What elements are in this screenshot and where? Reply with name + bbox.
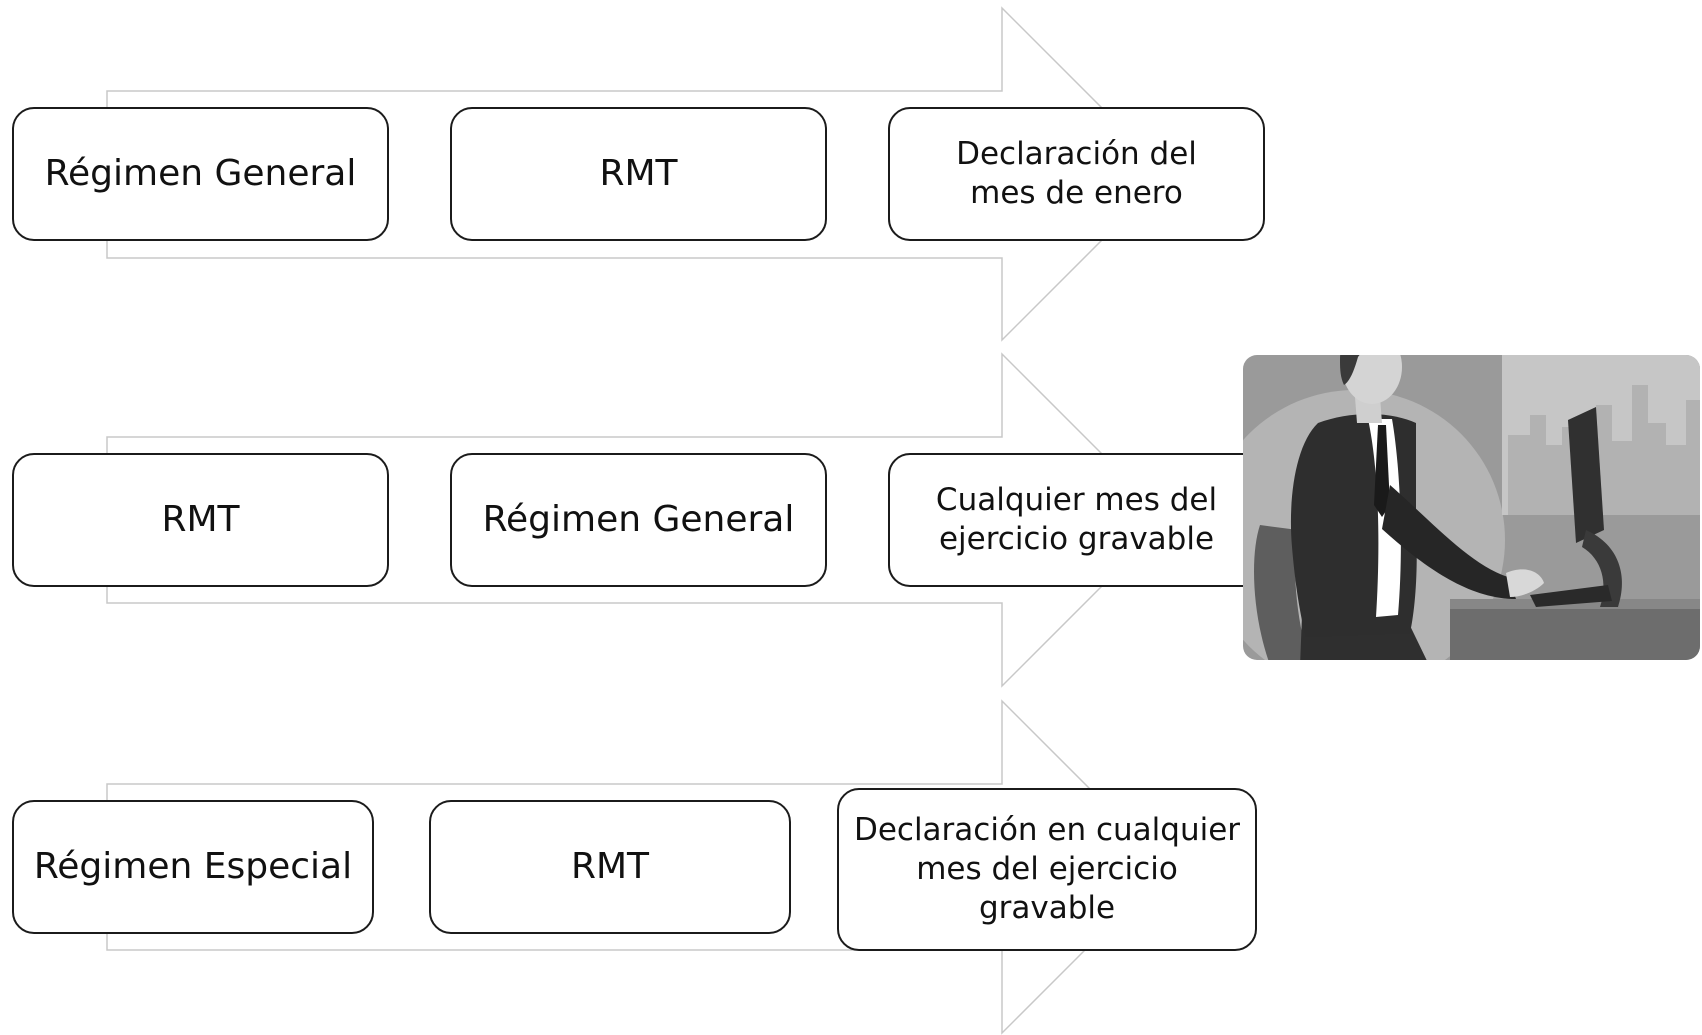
row-1-from-box: Régimen General (12, 107, 389, 241)
row-3-note-label: Declaración en cualquier mes del ejercic… (853, 811, 1241, 927)
row-3-to-box: RMT (429, 800, 791, 934)
row-3-to-label: RMT (570, 846, 650, 888)
row-2-note-box: Cualquier mes del ejercicio gravable (888, 453, 1265, 587)
row-2-from-box: RMT (12, 453, 389, 587)
row-2-to-box: Régimen General (450, 453, 827, 587)
row-1-to-label: RMT (599, 153, 678, 195)
row-2-note-label: Cualquier mes del ejercicio gravable (935, 481, 1218, 557)
row-3-note-box: Declaración en cualquier mes del ejercic… (837, 788, 1257, 951)
row-3-from-box: Régimen Especial (12, 800, 374, 934)
row-1-note-box: Declaración del mes de enero (888, 107, 1265, 241)
row-1-note-label: Declaración del mes de enero (956, 135, 1197, 211)
person-at-computer-icon (1243, 355, 1700, 660)
row-1-to-box: RMT (450, 107, 827, 241)
row-3-from-label: Régimen Especial (33, 846, 353, 888)
row-2-from-label: RMT (161, 499, 240, 541)
row-2-to-label: Régimen General (482, 499, 795, 541)
row-1-from-label: Régimen General (44, 153, 357, 195)
